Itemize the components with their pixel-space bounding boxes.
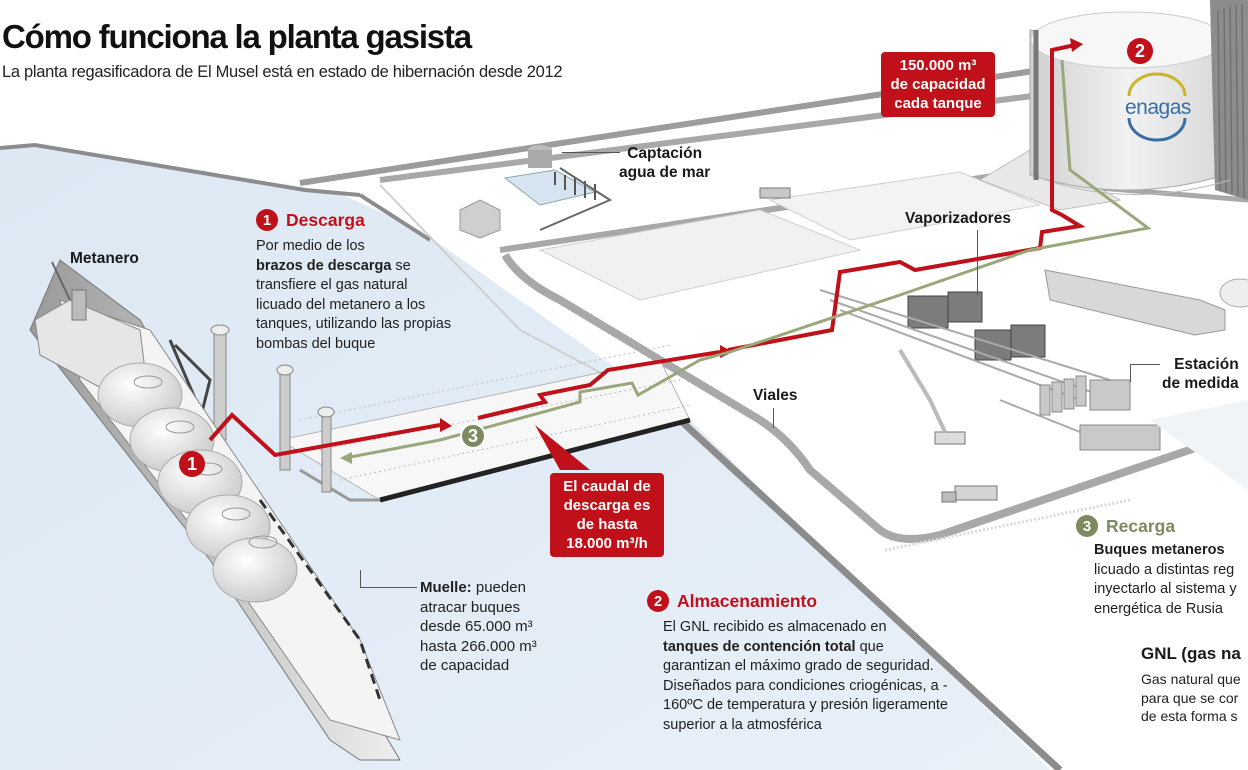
vaporizadores-label: Vaporizadores xyxy=(905,210,1011,227)
step-1-badge: 1 xyxy=(256,209,278,231)
truck-icon xyxy=(941,485,998,503)
page-subtitle: La planta regasificadora de El Musel est… xyxy=(2,63,563,81)
step-3-badge: 3 xyxy=(1076,515,1098,537)
page-title: Cómo funciona la planta gasista xyxy=(2,18,472,55)
captacion-leader xyxy=(562,152,620,153)
section-gnl: GNL (gas na Gas natural que para que se … xyxy=(1141,644,1241,724)
viales-label: Viales xyxy=(753,387,798,404)
section-recarga: 3 Recarga Buques metaneros licuado a dis… xyxy=(1076,515,1237,619)
pipe-marker: 3 xyxy=(460,423,486,449)
section-descarga: 1 Descarga Por medio de los brazos de de… xyxy=(256,209,452,352)
captacion-label: Captación agua de mar xyxy=(619,145,711,181)
enagas-logo: enagas xyxy=(1125,96,1191,119)
flow-rate-callout: El caudal de descarga es de hasta 18.000… xyxy=(550,473,664,557)
section-title-descarga: Descarga xyxy=(286,209,365,230)
recarga-route-line xyxy=(344,59,1152,460)
tank-marker: 2 xyxy=(1127,38,1153,64)
section-almacenamiento: 2 Almacenamiento El GNL recibido es alma… xyxy=(647,590,948,735)
section-title-almacenamiento: Almacenamiento xyxy=(677,590,818,611)
muelle-description: Muelle: pueden atracar buques desde 65.0… xyxy=(420,579,537,674)
tank-capacity-callout: 150.000 m³ de capacidad cada tanque xyxy=(881,52,995,117)
step-2-badge: 2 xyxy=(647,590,669,612)
estacion-label: Estación de medida xyxy=(1162,356,1239,392)
gnl-title: GNL (gas na xyxy=(1141,644,1241,663)
lng-tank xyxy=(1029,0,1248,200)
unload-route-line xyxy=(208,43,1086,458)
quay-edge xyxy=(0,142,361,197)
metanero-label: Metanero xyxy=(70,250,139,267)
section-title-recarga: Recarga xyxy=(1106,515,1176,536)
ship-marker: 1 xyxy=(179,451,205,477)
